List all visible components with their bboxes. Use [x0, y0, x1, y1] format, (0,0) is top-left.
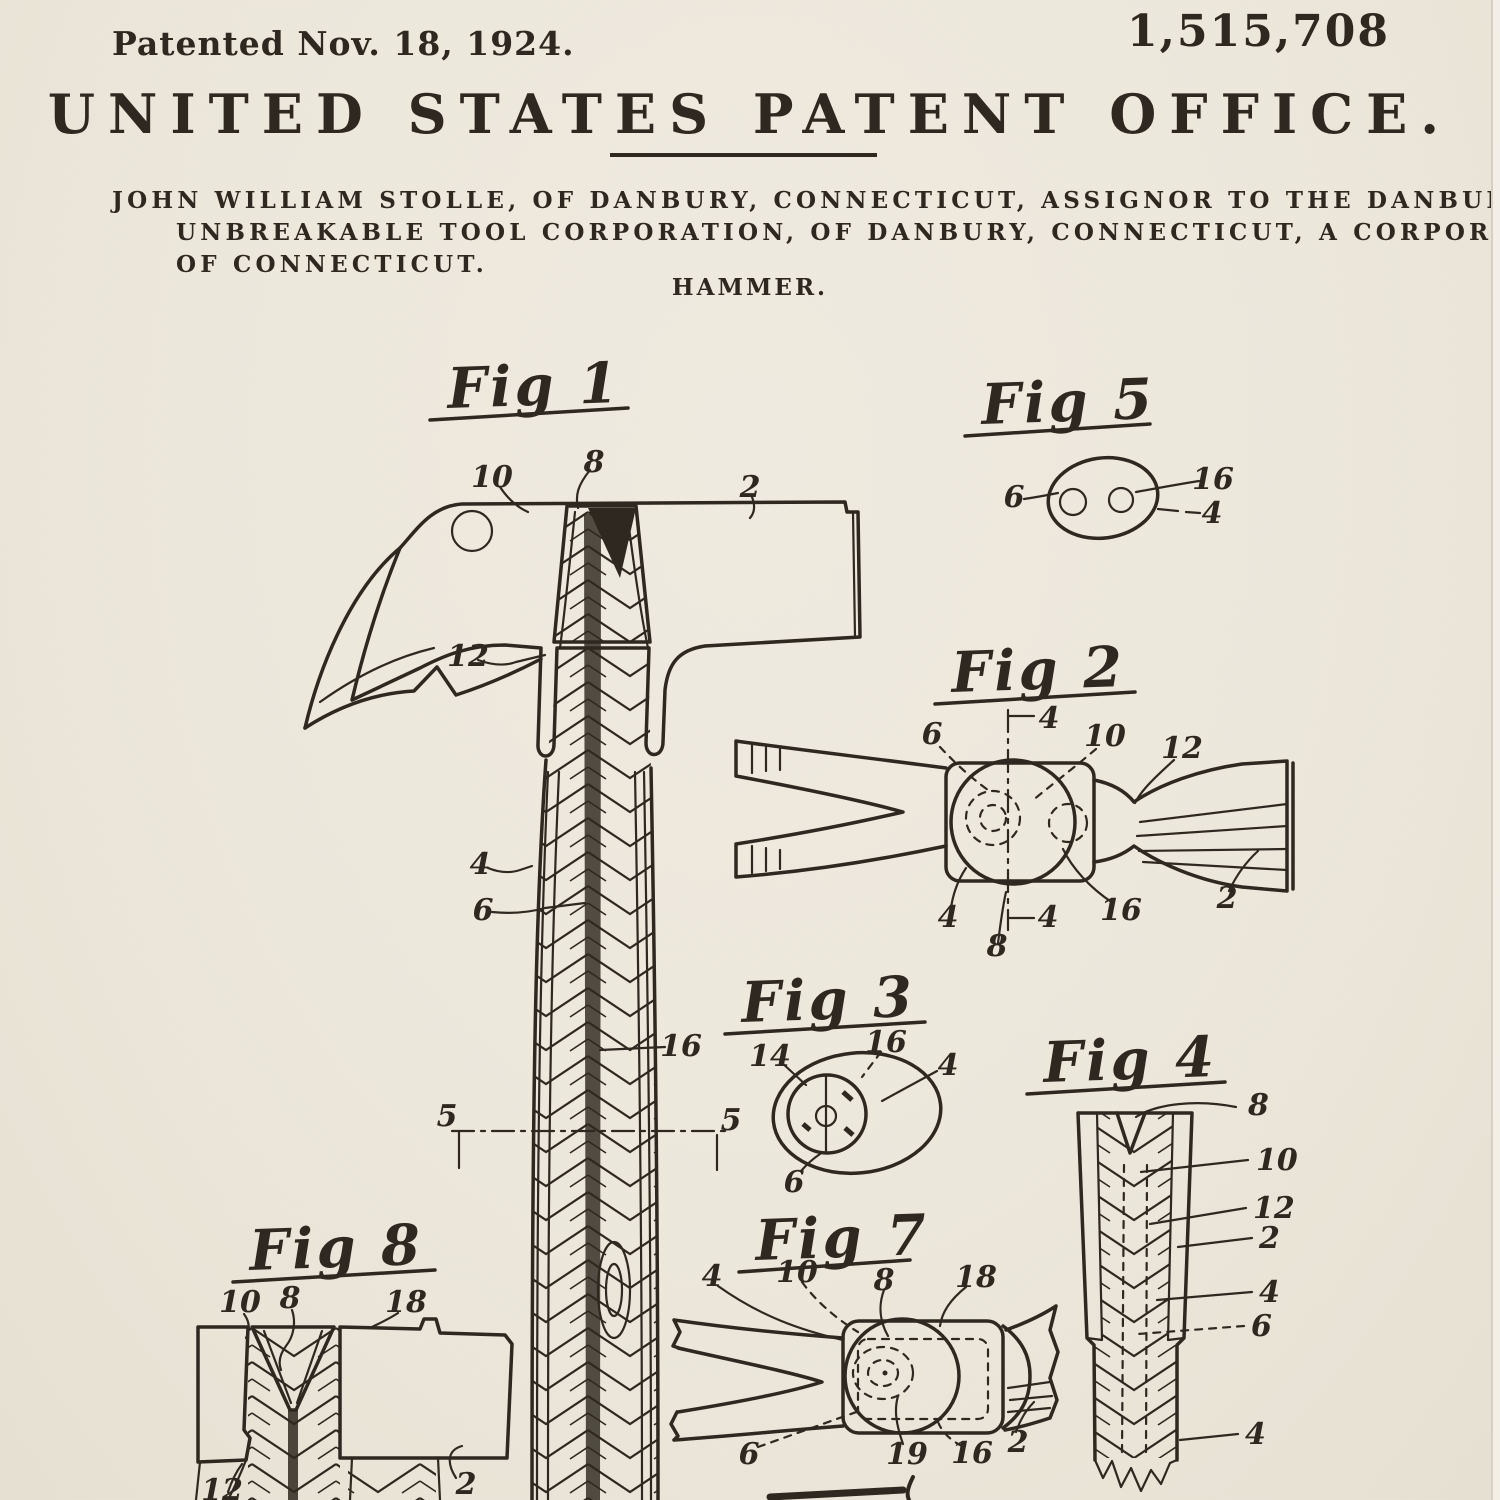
fig2-callout-16: 16	[1100, 893, 1142, 928]
fig1-callout-16: 16	[660, 1029, 702, 1064]
fig3-callout-4: 4	[938, 1048, 959, 1083]
fig4-callout-4: 4	[1259, 1275, 1280, 1310]
fig1-callout-4: 4	[470, 847, 491, 882]
fig4-callout-10: 10	[1256, 1143, 1298, 1178]
fig2-hidden-hole-inner	[980, 805, 1006, 831]
fig7-callout-16: 16	[951, 1436, 993, 1471]
fig2-callout-12: 12	[1161, 731, 1203, 766]
fig1-claw-inner-line	[320, 648, 434, 702]
fig8-left-block	[198, 1327, 250, 1462]
fig7-leader-lines	[718, 1286, 1034, 1444]
fig2-hidden-hole-right	[1049, 804, 1087, 842]
fig8-wood-below	[348, 1458, 436, 1500]
fig1-callout-6: 6	[473, 893, 494, 928]
fig6-partial-stroke	[770, 1490, 903, 1497]
fig1-callout-12: 12	[447, 639, 489, 674]
fig3-callout-14: 14	[749, 1039, 791, 1074]
fig8-slot	[288, 1410, 298, 1500]
fig7-callout-19: 19	[886, 1437, 928, 1472]
fig8-right-block	[340, 1319, 512, 1458]
fig2-callout-2: 2	[1216, 881, 1238, 916]
fig2-hidden-hole-outer	[966, 791, 1020, 845]
fig7-claw-fork	[671, 1320, 843, 1440]
fig8-callout-12: 12	[201, 1473, 243, 1500]
fig5-callout-16: 16	[1192, 462, 1234, 497]
fig5-callout-6: 6	[1004, 480, 1025, 515]
fig7-callout-6: 6	[739, 1437, 760, 1472]
fig4-drawing: Fig 4 8 10 12 2 4 6 4	[1027, 1024, 1298, 1491]
fig2-drawing: Fig 2 4 6 10 12 2 16 4 4 8	[736, 634, 1293, 964]
fig4-callout-8: 8	[1247, 1088, 1269, 1123]
fig1-boss-flourish	[452, 511, 492, 551]
fig2-dashed-leaders	[940, 747, 1096, 801]
fig1-center-tongue	[584, 514, 601, 1500]
fig3-cross-section	[767, 1045, 947, 1182]
fig5-hole-right	[1109, 488, 1133, 512]
fig5-label: Fig 5	[978, 366, 1156, 438]
fig2-callout-4-top: 4	[1039, 701, 1060, 736]
fig7-dashed-leaders	[758, 1282, 962, 1447]
fig4-ragged-bottom	[1095, 1460, 1177, 1491]
fig7-boss-plate	[843, 1321, 1003, 1433]
fig4-wood-core	[1094, 1113, 1177, 1458]
fig7-eye-circle	[845, 1319, 959, 1433]
fig3-dark-marks	[803, 1092, 853, 1135]
fig7-drawing: Fig 7 4 10 8 18 6 19 16 2	[671, 1202, 1058, 1472]
fig7-callout-10: 10	[776, 1255, 818, 1290]
fig7-callout-18: 18	[955, 1260, 997, 1295]
fig6-partial-numeral	[908, 1477, 913, 1500]
fig1-claw-bottom-edge	[305, 659, 541, 728]
fig1-callout-5-left: 5	[437, 1099, 458, 1134]
fig8-callout-2: 2	[455, 1467, 477, 1500]
fig4-callout-6: 6	[1251, 1309, 1272, 1344]
fig7-hidden-socket	[858, 1339, 988, 1419]
fig4-callout-4-bottom: 4	[1245, 1417, 1266, 1452]
fig2-callout-4-left: 4	[938, 900, 959, 935]
fig1-callout-2: 2	[739, 470, 761, 505]
fig7-callout-8: 8	[873, 1263, 895, 1298]
fig2-handle	[1094, 761, 1293, 891]
fig2-callout-8: 8	[986, 929, 1008, 964]
fig5-drawing: Fig 5 6 16 4	[965, 366, 1234, 545]
fig2-callout-10: 10	[1084, 719, 1126, 754]
fig7-center-dot	[883, 1371, 888, 1376]
fig1-callout-8: 8	[583, 445, 605, 480]
fig8-callout-18: 18	[385, 1285, 427, 1320]
fig2-eye-circle	[951, 760, 1075, 884]
fig5-hole-left	[1060, 489, 1086, 515]
fig8-drawing: Fig 8 10 8 18 2 12	[196, 1212, 512, 1500]
fig2-fork-striations	[752, 745, 780, 873]
fig1-callout-5-right: 5	[721, 1103, 742, 1138]
fig1-face-line	[853, 512, 855, 637]
fig7-callout-4: 4	[702, 1259, 723, 1294]
fig3-callout-16: 16	[865, 1025, 907, 1060]
fig7-callout-2: 2	[1007, 1425, 1029, 1460]
fig5-callout-4: 4	[1202, 496, 1223, 531]
fig1-callout-10: 10	[471, 460, 513, 495]
fig2-callout-6: 6	[922, 717, 943, 752]
fig2-callout-4-bottom: 4	[1038, 900, 1059, 935]
fig3-drawing: Fig 3 14 16 4 6	[725, 964, 958, 1200]
fig8-callout-8: 8	[279, 1281, 301, 1316]
fig8-callout-10: 10	[219, 1285, 261, 1320]
fig6-partial	[770, 1477, 913, 1500]
fig2-claw-fork	[736, 741, 946, 877]
fig3-callout-6: 6	[784, 1165, 805, 1200]
fig4-callout-2: 2	[1258, 1221, 1280, 1256]
